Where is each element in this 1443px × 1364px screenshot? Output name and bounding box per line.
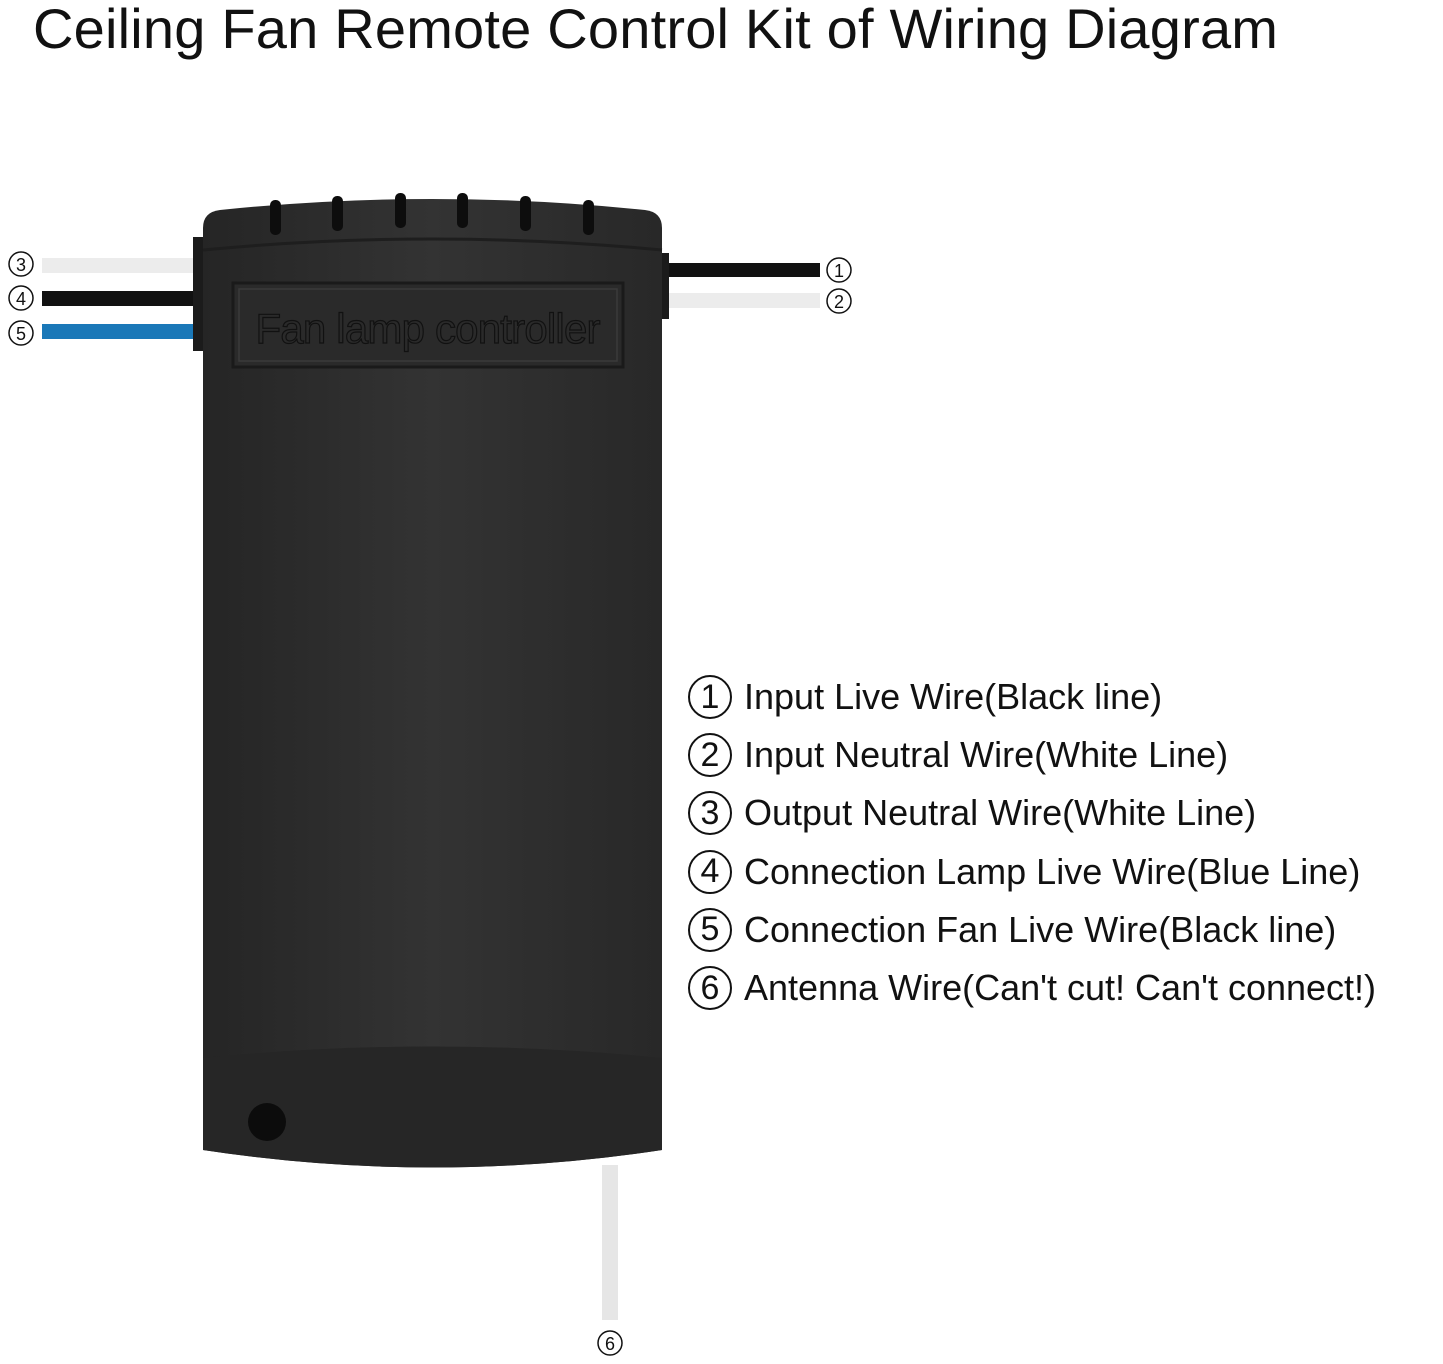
wire-1-black — [668, 263, 820, 277]
legend-number: 2 — [688, 733, 732, 778]
wire-2-white — [668, 293, 820, 308]
legend-text: Input Live Wire(Black line) — [744, 676, 1163, 718]
legend-item: 4 Connection Lamp Live Wire(Blue Line) — [688, 843, 1376, 901]
marker-4: 4 — [8, 285, 34, 311]
legend-text: Connection Lamp Live Wire(Blue Line) — [744, 850, 1361, 892]
legend-item: 5 Connection Fan Live Wire(Black line) — [688, 901, 1376, 959]
legend-number: 6 — [688, 966, 732, 1011]
legend-number: 1 — [688, 675, 732, 720]
wire-6-antenna — [602, 1165, 618, 1320]
legend-number: 3 — [688, 791, 732, 836]
legend-text: Connection Fan Live Wire(Black line) — [744, 908, 1337, 950]
marker-3: 3 — [8, 251, 34, 277]
legend-text: Output Neutral Wire(White Line) — [744, 792, 1257, 834]
legend-item: 1 Input Live Wire(Black line) — [688, 668, 1376, 726]
bottom-cap — [203, 1046, 662, 1168]
marker-2: 2 — [826, 288, 852, 314]
diagram-title: Ceiling Fan Remote Control Kit of Wiring… — [33, 0, 1279, 60]
wire-legend: 1 Input Live Wire(Black line) 2 Input Neut… — [688, 668, 1376, 1017]
legend-number: 5 — [688, 907, 732, 952]
controller-body — [203, 199, 662, 1168]
legend-item: 2 Input Neutral Wire(White Line) — [688, 726, 1376, 784]
svg-text:4: 4 — [16, 289, 26, 309]
svg-text:1: 1 — [834, 261, 844, 281]
svg-text:5: 5 — [16, 324, 26, 344]
vent-slots — [270, 193, 594, 235]
marker-6: 6 — [597, 1330, 623, 1356]
left-tab — [193, 237, 205, 351]
right-tab — [659, 253, 669, 319]
top-cap-edge — [202, 237, 663, 252]
svg-text:6: 6 — [605, 1334, 615, 1354]
wire-5-blue — [42, 324, 194, 339]
svg-text:2: 2 — [834, 292, 844, 312]
label-plate — [231, 281, 625, 369]
device-label: Fan lamp controller — [256, 305, 601, 352]
marker-1: 1 — [826, 257, 852, 283]
legend-item: 6 Antenna Wire(Can't cut! Can't connect!) — [688, 959, 1376, 1017]
button-hole — [248, 1103, 286, 1141]
legend-number: 4 — [688, 849, 732, 894]
marker-5: 5 — [8, 320, 34, 346]
legend-text: Input Neutral Wire(White Line) — [744, 734, 1229, 776]
wire-3-white — [42, 258, 194, 273]
legend-item: 3 Output Neutral Wire(White Line) — [688, 784, 1376, 842]
wire-4-black — [42, 291, 194, 306]
svg-text:3: 3 — [16, 255, 26, 275]
legend-text: Antenna Wire(Can't cut! Can't connect!) — [744, 967, 1377, 1009]
